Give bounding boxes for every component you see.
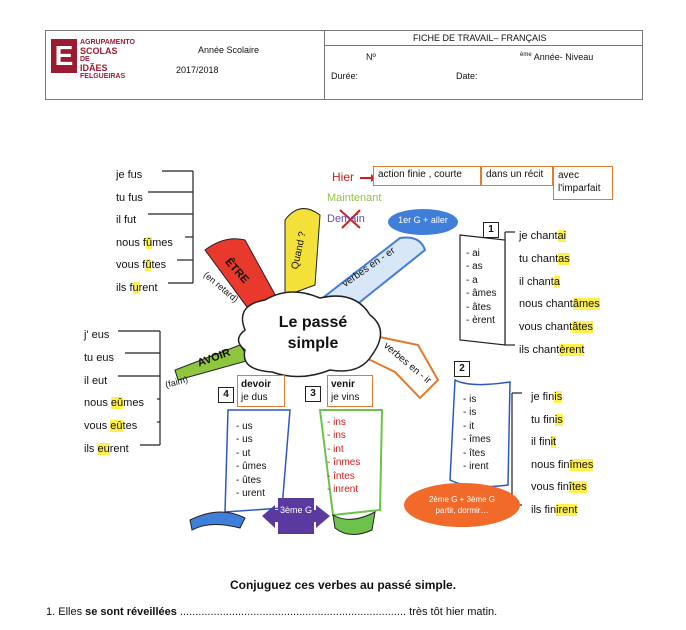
center-cloud — [237, 291, 382, 378]
avoir-row: ils eurent — [84, 442, 129, 455]
school-year-label: Année Scolaire — [198, 45, 260, 55]
group23-bubble — [404, 483, 520, 527]
scroll-4-endings: - us - us - ut - ûmes - ûtes - urent — [236, 421, 267, 500]
finir-row: ils finirent — [531, 503, 578, 516]
etre-conjugation: je fus tu fus il fut nous fûmes vous fût… — [116, 164, 173, 300]
hier-label: Hier — [332, 170, 355, 184]
usage-action-finie: action finie , courte — [373, 166, 481, 186]
etre-row: ils furent — [116, 281, 158, 294]
sheet-title: FICHE DE TRAVAIL– FRANÇAIS — [413, 33, 547, 43]
usage-recit: dans un récit — [481, 166, 553, 186]
group-2-box: 2 — [454, 361, 470, 377]
finir-row: tu finis — [531, 413, 563, 426]
etre-row: je fus — [116, 169, 143, 181]
avoir-row: tu eus — [84, 351, 114, 364]
avoir-row: nous eûmes — [84, 397, 144, 410]
scroll-2-endings: - is - is - it - îmes - îtes - irent — [463, 394, 491, 473]
etre-row: il fut — [116, 214, 137, 227]
devoir-box: devoir je dus — [237, 375, 285, 407]
avoir-row: j' eus — [84, 329, 110, 341]
venir-box: venir je vins — [327, 375, 373, 407]
group1-bubble-text: 1er G + aller — [398, 215, 448, 225]
etre-row: vous fûtes — [116, 259, 167, 272]
school-logo-text: AGRUPAMENTO SCOLAS DE IDÃES FELGUEIRAS — [80, 39, 135, 80]
scroll-1-endings: - ai - as - a - âmes - âtes - èrent — [466, 248, 497, 327]
number-label: Nº — [366, 52, 376, 62]
etre-row: tu fus — [116, 191, 143, 204]
level-field: ème Année- Niveau — [520, 52, 594, 62]
avoir-row: il eut — [84, 374, 108, 387]
etre-bracket — [148, 170, 194, 284]
exercise-title: Conjuguez ces verbes au passé simple. — [229, 578, 457, 592]
group23-bubble-text: 2ème G + 3ème G partir, dormir… — [428, 495, 496, 515]
chanter-conjugation: je chantai tu chantas il chanta nous cha… — [519, 225, 600, 362]
chanter-row: il chanta — [519, 275, 560, 288]
demain-label: Demain — [327, 213, 365, 225]
chanter-row: je chantai — [519, 230, 567, 242]
school-year: 2017/2018 — [176, 65, 219, 75]
finir-row: il finit — [531, 436, 557, 449]
chanter-row: tu chantas — [519, 252, 570, 265]
etre-row: nous fûmes — [116, 236, 173, 249]
chanter-row: vous chantâtes — [519, 321, 593, 334]
er-bracket — [504, 231, 515, 346]
date-label: Date: — [456, 71, 478, 81]
group3-arrow-text: 3ème G — [279, 505, 312, 515]
avoir-conjugation: j' eus tu eus il eut nous eûmes vous eût… — [84, 324, 144, 461]
group-3-box: 3 — [305, 386, 321, 402]
ir-bracket — [511, 392, 522, 506]
avoir-row: vous eûtes — [84, 420, 138, 433]
school-logo: E — [51, 39, 77, 73]
group1-bubble — [388, 209, 458, 235]
exercise-item-1: 1. Elles se sont réveillées ............… — [46, 606, 498, 618]
worksheet-header: E AGRUPAMENTO SCOLAS DE IDÃES FELGUEIRAS… — [45, 30, 643, 100]
quand-arm — [284, 208, 321, 297]
finir-row: vous finîtes — [531, 481, 587, 494]
etre-arm — [204, 238, 279, 319]
duration-label: Durée: — [331, 71, 359, 81]
scroll-3 — [318, 409, 384, 517]
usage-imparfait: avec l'imparfait — [553, 166, 613, 200]
maintenant-label: Maintenant — [327, 192, 382, 204]
finir-row: je finis — [531, 391, 563, 403]
center-title: Le passé simple — [278, 314, 348, 352]
group-4-box: 4 — [218, 387, 234, 403]
finir-row: nous finîmes — [531, 458, 594, 471]
scroll-3-endings: - ins - ins - int - înmes - întes - inre… — [327, 417, 361, 496]
group-1-box: 1 — [483, 222, 499, 238]
chanter-row: nous chantâmes — [519, 298, 600, 311]
avoir-bracket — [118, 330, 161, 446]
scroll-1 — [459, 234, 506, 346]
chanter-row: ils chantèrent — [519, 343, 585, 356]
finir-conjugation: je finis tu finis il finit nous finîmes … — [531, 386, 594, 522]
